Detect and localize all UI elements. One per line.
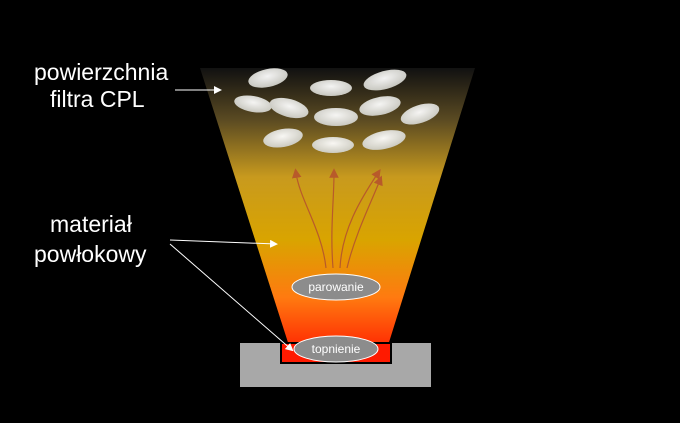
lens <box>269 97 309 119</box>
filter-surface-label-line1: powierzchnia <box>34 59 168 85</box>
lens <box>248 68 288 88</box>
lens <box>359 96 401 116</box>
lens <box>362 130 406 150</box>
coating-material-pointer-crucible <box>169 243 294 352</box>
vapor-arrow <box>346 175 383 269</box>
filter-surface-label-line2: filtra CPL <box>50 86 145 112</box>
vapor-arrow <box>329 168 339 269</box>
vapor-arrow <box>339 169 381 269</box>
filter-lenses <box>234 68 440 153</box>
vapor-arrow <box>291 168 327 269</box>
evaporation-bubble <box>291 273 381 301</box>
melting-label: topnienie <box>312 342 361 356</box>
coating-material-label-line1: materiał <box>50 211 132 237</box>
lens <box>363 69 407 91</box>
lens <box>263 128 303 148</box>
coating-material-label-line2: powłokowy <box>34 241 147 267</box>
lens <box>312 137 354 153</box>
vapor-arrows <box>291 168 383 269</box>
evaporation-label: parowanie <box>308 280 364 294</box>
coating-material-pointer <box>169 239 278 248</box>
lens <box>314 108 358 126</box>
lens <box>400 103 440 125</box>
lens <box>234 95 272 113</box>
melting-bubble <box>293 335 379 363</box>
lens <box>310 80 352 96</box>
